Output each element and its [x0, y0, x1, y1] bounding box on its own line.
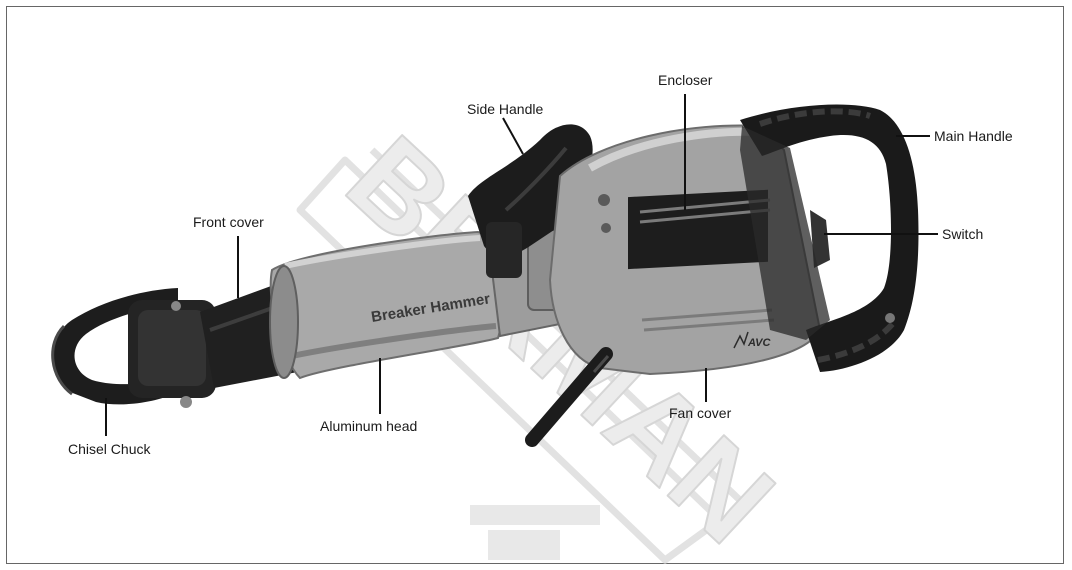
- power-cable: [525, 347, 613, 447]
- leader-lines: [105, 94, 938, 436]
- chisel-chuck: [51, 288, 216, 408]
- callout-encloser: Encloser: [658, 72, 713, 88]
- figure-frame: [6, 6, 1064, 564]
- callout-fan-cover: Fan cover: [669, 405, 732, 421]
- aluminum-head: Breaker Hammer: [269, 230, 505, 380]
- callout-switch: Switch: [942, 226, 984, 242]
- callout-front-cover: Front cover: [193, 214, 264, 230]
- callout-side-handle: Side Handle: [467, 101, 544, 117]
- rear-band: [740, 126, 830, 340]
- callout-aluminum-head: Aluminum head: [320, 418, 418, 434]
- callout-chisel-chuck: Chisel Chuck: [68, 441, 151, 457]
- leader-side-handle: [502, 117, 524, 155]
- main-handle: [740, 104, 919, 373]
- switch: [810, 210, 830, 268]
- callout-main-handle: Main Handle: [934, 128, 1013, 144]
- avc-badge: AVC: [733, 331, 771, 349]
- badge-text: AVC: [747, 337, 771, 349]
